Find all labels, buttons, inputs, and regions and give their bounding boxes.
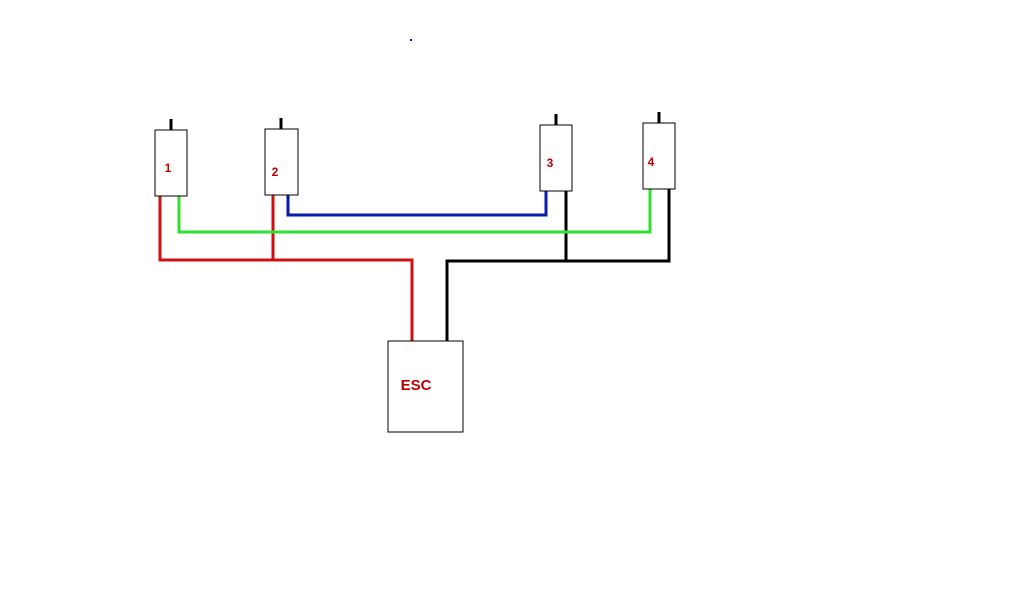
cell-2-label: 2 [272, 165, 279, 179]
positive-bus-wire [158, 195, 414, 341]
cell-3-label: 3 [547, 156, 554, 170]
stray-dot [410, 39, 412, 41]
esc-unit: ESC [387, 340, 464, 433]
cell-2: 2 [264, 118, 299, 196]
esc-body [387, 340, 464, 433]
cell-3-body [539, 124, 573, 192]
negative-bus-wire [445, 189, 671, 341]
cell-4: 4 [642, 112, 676, 190]
cell-2-body [264, 128, 299, 196]
cell-1: 1 [154, 119, 188, 197]
blue-link-wire [286, 191, 548, 217]
esc-label: ESC [401, 377, 432, 394]
cell-4-body [642, 122, 676, 190]
cell-1-body [154, 129, 188, 197]
cell-3: 3 [539, 114, 573, 192]
green-link-wire [177, 189, 652, 234]
cell-1-label: 1 [165, 161, 172, 175]
cell-4-label: 4 [648, 155, 655, 169]
